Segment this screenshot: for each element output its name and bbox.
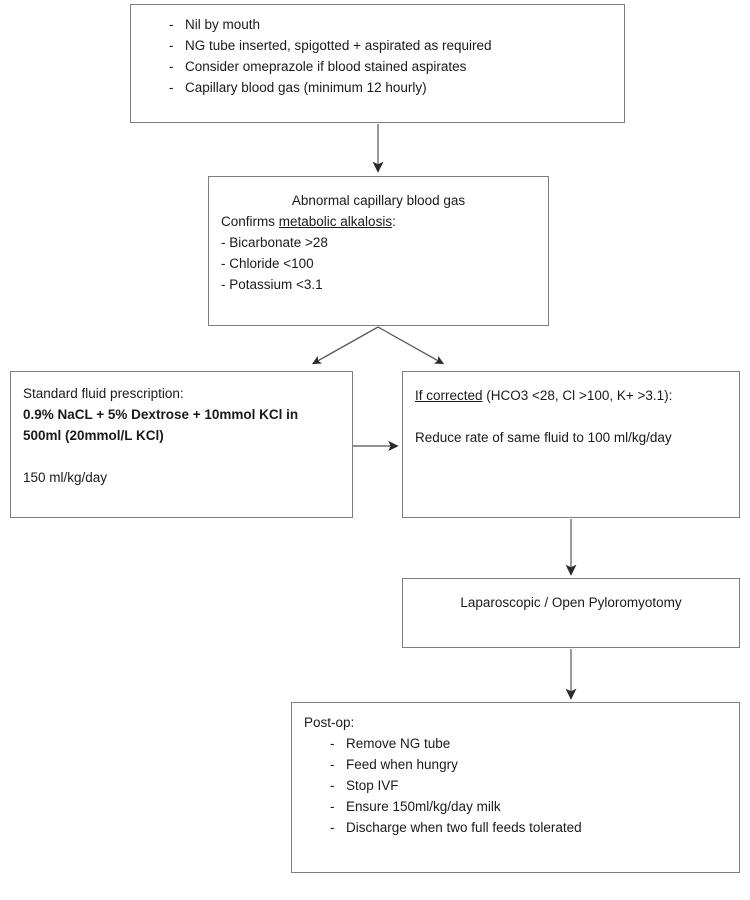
bullet-marker: - bbox=[330, 798, 335, 814]
arrow-gas-to-standard-fluid bbox=[311, 326, 379, 365]
list-item-label: NG tube inserted, spigotted + aspirated … bbox=[185, 37, 492, 53]
prescription-line-1: 0.9% NaCL + 5% Dextrose + 10mmol KCl in bbox=[23, 406, 299, 422]
fluid-rate: 150 ml/kg/day bbox=[23, 469, 108, 485]
node-abnormal-capillary-blood-gas: Abnormal capillary blood gas Confirms me… bbox=[208, 176, 549, 326]
list-item: - Discharge when two full feeds tolerate… bbox=[304, 818, 727, 839]
bullet-marker: - bbox=[330, 777, 335, 793]
list-item-label: Feed when hungry bbox=[346, 756, 458, 772]
list-item: - Nil by mouth bbox=[143, 15, 612, 36]
condition-underlined-term: If corrected bbox=[415, 388, 483, 403]
condition-line: If corrected (HCO3 <28, Cl >100, K+ >3.1… bbox=[415, 386, 727, 407]
list-item: - Stop IVF bbox=[304, 776, 727, 797]
list-item: - Remove NG tube bbox=[304, 734, 727, 755]
bullet-marker: - bbox=[330, 735, 335, 751]
bullet-marker: - bbox=[169, 79, 174, 95]
bullet-marker: - bbox=[330, 756, 335, 772]
list-item: - Capillary blood gas (minimum 12 hourly… bbox=[143, 78, 612, 99]
list-item: - Feed when hungry bbox=[304, 755, 727, 776]
node-heading: Abnormal capillary blood gas bbox=[291, 193, 466, 208]
confirms-line: Confirms metabolic alkalosis: bbox=[221, 212, 536, 233]
bullet-marker: - bbox=[169, 58, 174, 74]
list-item-label: Discharge when two full feeds tolerated bbox=[346, 819, 582, 835]
list-item-label: Consider omeprazole if blood stained asp… bbox=[185, 58, 467, 74]
list-item-label: Ensure 150ml/kg/day milk bbox=[346, 798, 501, 814]
list-item: - Ensure 150ml/kg/day milk bbox=[304, 797, 727, 818]
blank-line bbox=[23, 447, 340, 468]
blank-line bbox=[415, 407, 727, 428]
node-standard-fluid-prescription: Standard fluid prescription: 0.9% NaCL +… bbox=[10, 371, 353, 518]
confirms-suffix: : bbox=[392, 213, 396, 229]
list-item-label: Capillary blood gas (minimum 12 hourly) bbox=[185, 79, 427, 95]
corrected-action: Reduce rate of same fluid to 100 ml/kg/d… bbox=[415, 429, 672, 445]
list-item-label: Remove NG tube bbox=[346, 735, 451, 751]
node-if-corrected: If corrected (HCO3 <28, Cl >100, K+ >3.1… bbox=[402, 371, 740, 518]
bullet-marker: - bbox=[169, 37, 174, 53]
node-heading: Post-op: bbox=[304, 715, 355, 730]
list-item-label: Stop IVF bbox=[346, 777, 399, 793]
list-item: - Consider omeprazole if blood stained a… bbox=[143, 57, 612, 78]
criterion: - Bicarbonate >28 bbox=[221, 234, 328, 250]
confirms-underlined-term: metabolic alkalosis bbox=[278, 213, 393, 229]
prescription-line-2: 500ml (20mmol/L KCl) bbox=[23, 427, 164, 443]
bullet-marker: - bbox=[169, 17, 174, 32]
node-pyloromyotomy: Laparoscopic / Open Pyloromyotomy bbox=[402, 578, 740, 648]
node-post-op: Post-op: - Remove NG tube - Feed when hu… bbox=[291, 702, 740, 873]
criterion: - Chloride <100 bbox=[221, 255, 314, 271]
arrow-gas-to-if-corrected bbox=[377, 326, 445, 365]
node-label: Laparoscopic / Open Pyloromyotomy bbox=[460, 595, 682, 610]
bullet-marker: - bbox=[330, 819, 335, 835]
condition-values: (HCO3 <28, Cl >100, K+ >3.1): bbox=[482, 388, 673, 403]
list-item: - NG tube inserted, spigotted + aspirate… bbox=[143, 36, 612, 57]
node-initial-management: - Nil by mouth - NG tube inserted, spigo… bbox=[130, 4, 625, 123]
list-item-label: Nil by mouth bbox=[185, 17, 261, 32]
criterion: - Potassium <3.1 bbox=[221, 276, 323, 292]
confirms-prefix: Confirms bbox=[221, 213, 279, 229]
node-heading: Standard fluid prescription: bbox=[23, 386, 184, 401]
